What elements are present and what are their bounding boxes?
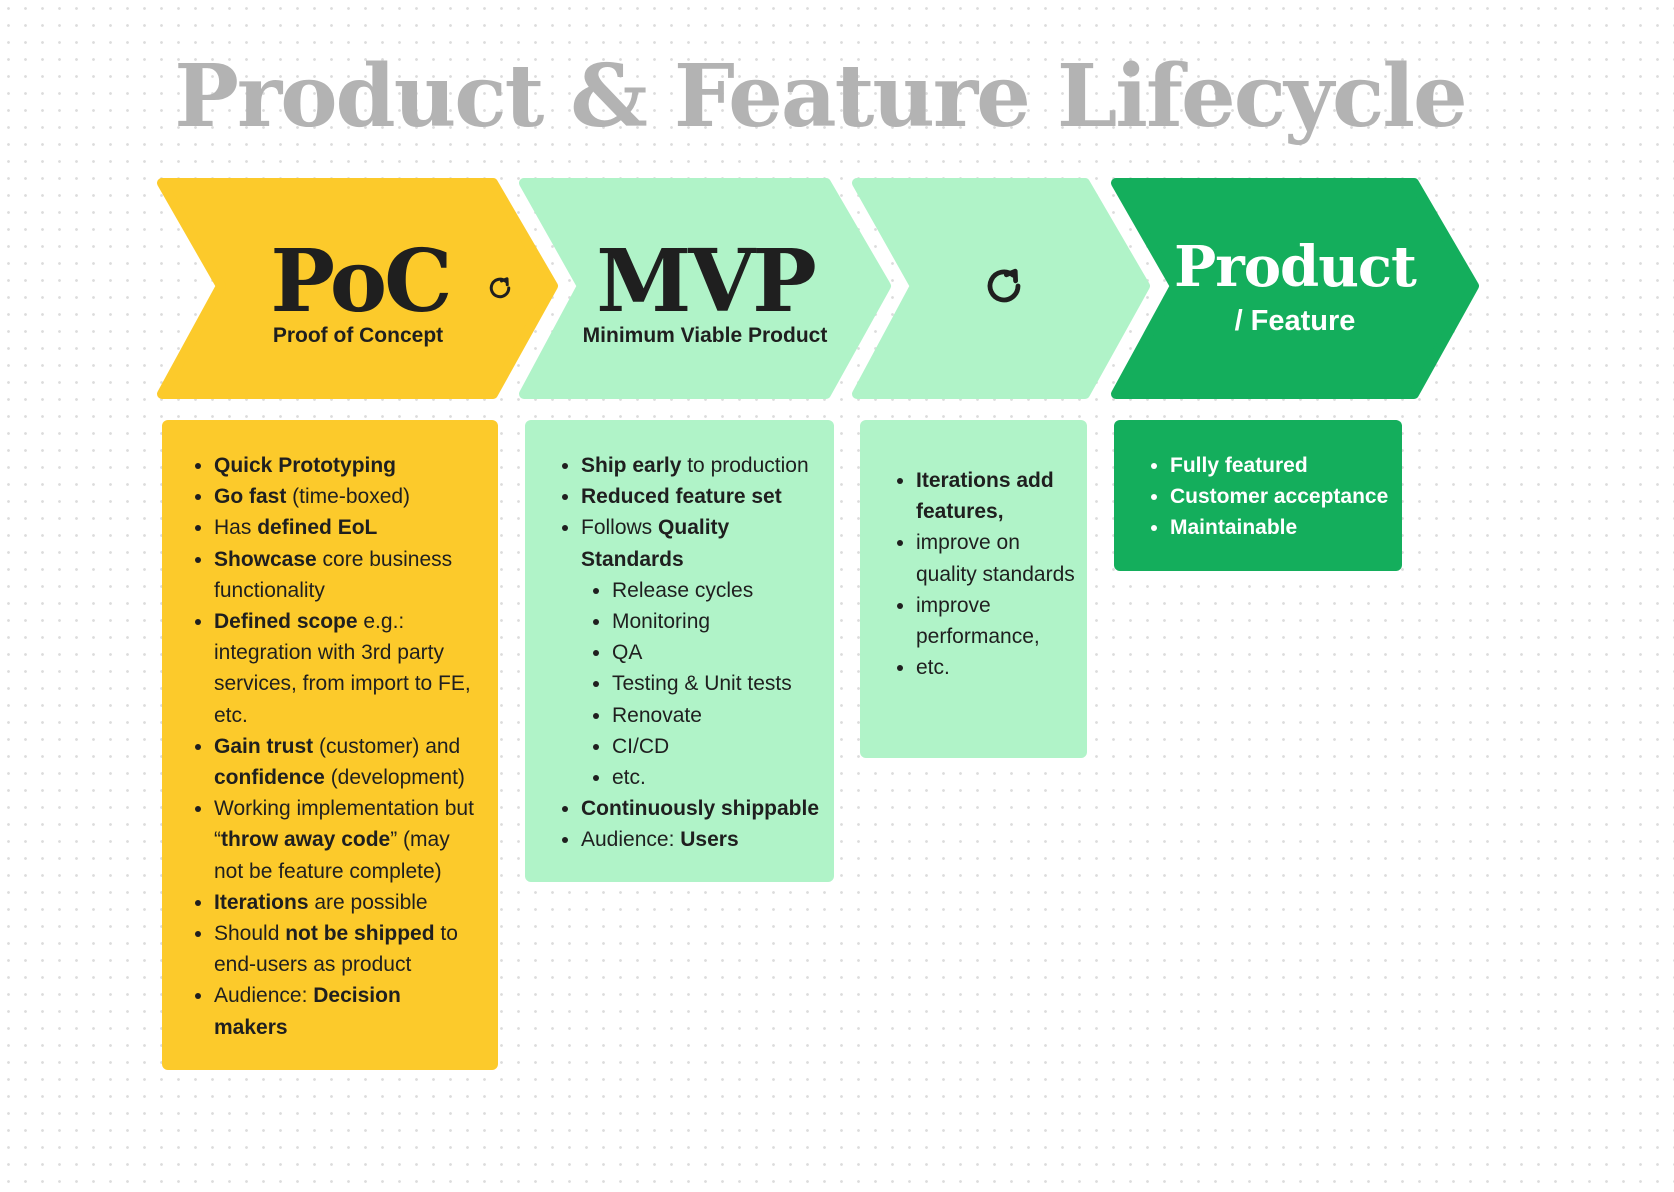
mvp-details-card: Ship early to production Reduced feature… [525,420,834,882]
product-details-card: Fully featured Customer acceptance Maint… [1114,420,1402,571]
mvp-title: MVP [596,231,817,332]
list-item: Customer acceptance [1170,481,1394,512]
product-list: Fully featured Customer acceptance Maint… [1144,450,1394,544]
refresh-icon [987,268,1021,303]
list-item: Monitoring [612,606,822,637]
list-item: Fully featured [1170,450,1394,481]
mvp-list: Ship early to production Reduced feature… [555,450,822,856]
mvp-chevron [519,178,891,399]
poc-details-card: Quick Prototyping Go fast (time-boxed) H… [162,420,498,1070]
list-item: CI/CD [612,731,822,762]
list-item: Quick Prototyping [214,450,478,481]
list-item: Release cycles [612,575,822,606]
list-item: Follows Quality Standards Release cycles… [581,512,822,793]
refresh-icon [489,277,511,299]
list-item: Defined scope e.g.: integration with 3rd… [214,606,478,731]
product-chevron [1111,178,1479,399]
poc-chevron [157,178,558,399]
list-item: Testing & Unit tests [612,668,822,699]
list-item: Audience: Users [581,824,822,855]
list-item: etc. [612,762,822,793]
list-item: Gain trust (customer) and confidence (de… [214,731,478,793]
quality-sublist: Release cycles Monitoring QA Testing & U… [581,575,822,793]
list-item: Iterations are possible [214,887,478,918]
list-item: Iterations add features, [916,465,1079,527]
poc-list: Quick Prototyping Go fast (time-boxed) H… [188,450,478,1043]
list-item: improve performance, [916,590,1079,652]
list-item: Reduced feature set [581,481,822,512]
list-item: Should not be shipped to end-users as pr… [214,918,478,980]
product-title: Product [1174,234,1417,300]
list-item: Renovate [612,700,822,731]
lifecycle-chevrons [157,178,1479,399]
list-item: Audience: Decision makers [214,980,478,1042]
iterations-list: Iterations add features, improve on qual… [890,465,1079,683]
list-item: Continuously shippable [581,793,822,824]
list-item: QA [612,637,822,668]
iterate-chevron [852,178,1150,399]
poc-subtitle: Proof of Concept [272,324,444,347]
product-subtitle: / Feature [1234,305,1356,337]
iterations-details-card: Iterations add features, improve on qual… [860,420,1087,758]
list-item: etc. [916,652,1079,683]
list-item: improve on quality standards [916,527,1079,589]
list-item: Maintainable [1170,512,1394,543]
mvp-subtitle: Minimum Viable Product [582,324,828,347]
list-item: Ship early to production [581,450,822,481]
list-item: Showcase core business functionality [214,544,478,606]
list-item: Has defined EoL [214,512,478,543]
list-item: Working implementation but “throw away c… [214,793,478,887]
list-item: Go fast (time-boxed) [214,481,478,512]
page-title: Product & Feature Lifecycle [174,46,1468,147]
poc-title: PoC [270,231,452,332]
